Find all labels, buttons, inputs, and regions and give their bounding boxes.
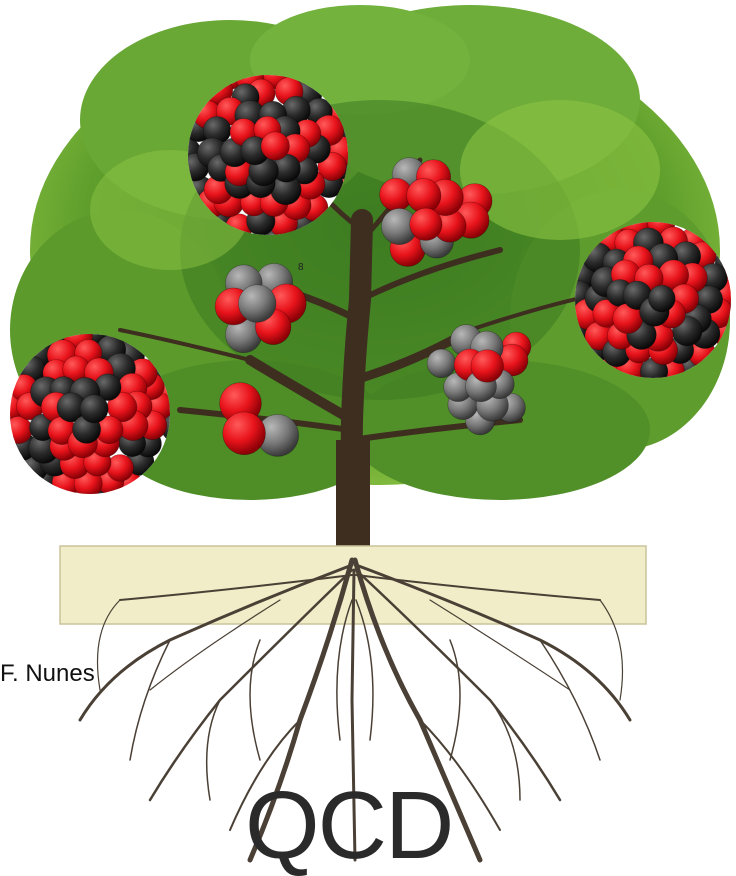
neutron-ball [238,285,276,323]
proton-ball [223,412,266,455]
proton-ball [261,132,289,160]
small-number-label: 8 [298,262,304,273]
neutron-ball [80,395,108,423]
neutron-ball [648,285,675,312]
proton-ball [5,416,32,443]
trunk-base [336,440,370,560]
proton-ball [410,208,442,240]
proton-ball [407,178,441,212]
neutron-ball [427,349,456,378]
proton-ball [471,350,504,383]
author-credit: F. Nunes [0,660,95,688]
qcd-title: QCD [245,778,452,874]
